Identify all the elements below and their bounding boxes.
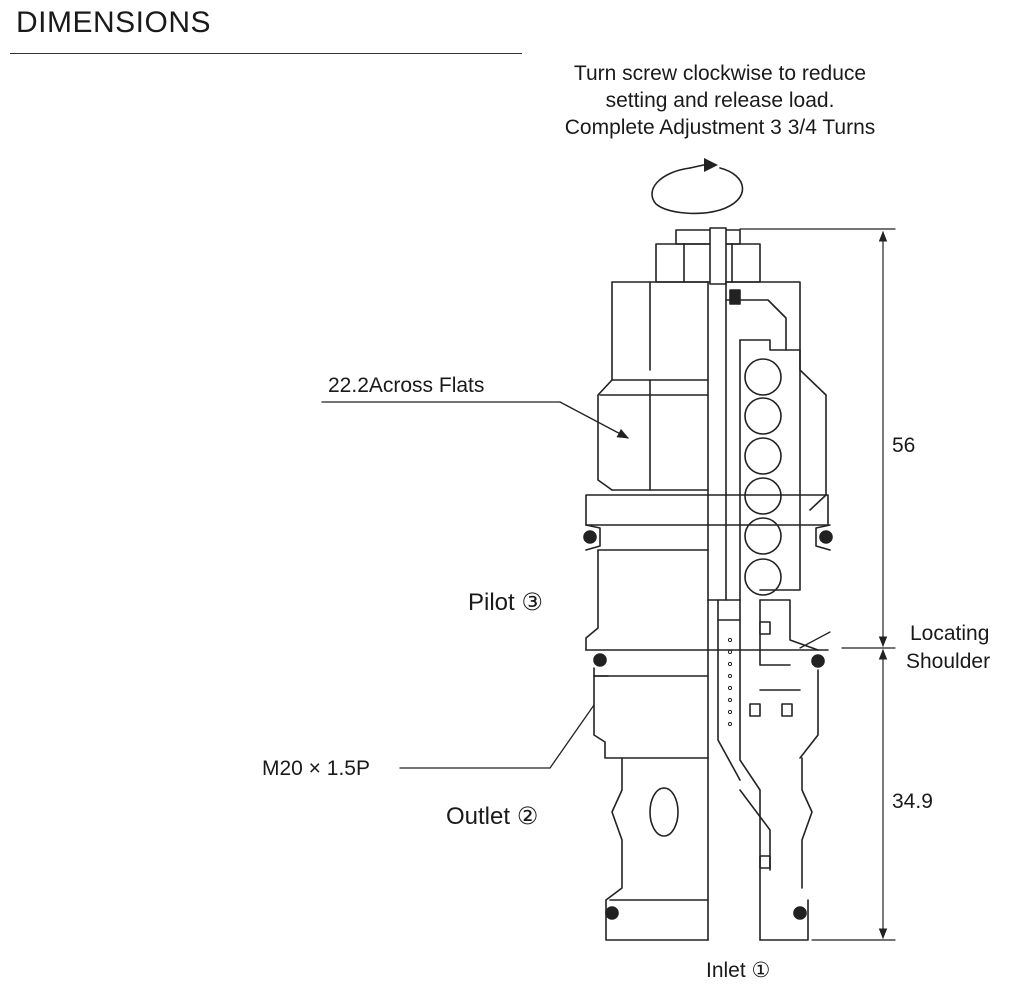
locating-shoulder-label-line-2: Shoulder <box>906 650 991 673</box>
inlet-port-label: Inlet ① <box>706 959 771 982</box>
pilot-port-label: Pilot ③ <box>468 589 543 616</box>
dimension-lower-value: 34.9 <box>892 790 933 813</box>
lower-sleeve <box>605 757 813 941</box>
upper-o-ring <box>583 494 833 551</box>
lower-o-ring <box>593 653 825 759</box>
leader-lines <box>321 401 831 769</box>
rotation-arrow-icon <box>651 158 744 215</box>
hex-body <box>597 281 709 491</box>
title-rule <box>10 53 522 54</box>
adjustment-note-line-2: setting and release load. <box>605 89 835 112</box>
adjustment-note-line-1: Turn screw clockwise to reduce <box>573 62 867 85</box>
adjustment-note-line-3: Complete Adjustment 3 3/4 Turns <box>564 116 876 139</box>
across-flats-label: 22.2Across Flats <box>328 374 485 397</box>
thread-label: M20 × 1.5P <box>262 757 370 780</box>
adjusting-screw-and-nut <box>655 227 761 285</box>
outlet-port-icon <box>649 787 679 837</box>
locating-shoulder-label-line-1: Locating <box>910 622 990 645</box>
central-spool <box>707 281 771 941</box>
dimension-lines <box>739 228 896 941</box>
adjustment-note: Turn screw clockwise to reduce setting a… <box>520 60 920 141</box>
section-body <box>725 281 827 601</box>
spring-coils <box>744 358 782 596</box>
mid-body <box>585 549 829 666</box>
page-title: DIMENSIONS <box>16 6 212 39</box>
dimension-upper-value: 56 <box>892 434 916 457</box>
outlet-port-label: Outlet ② <box>446 803 539 830</box>
